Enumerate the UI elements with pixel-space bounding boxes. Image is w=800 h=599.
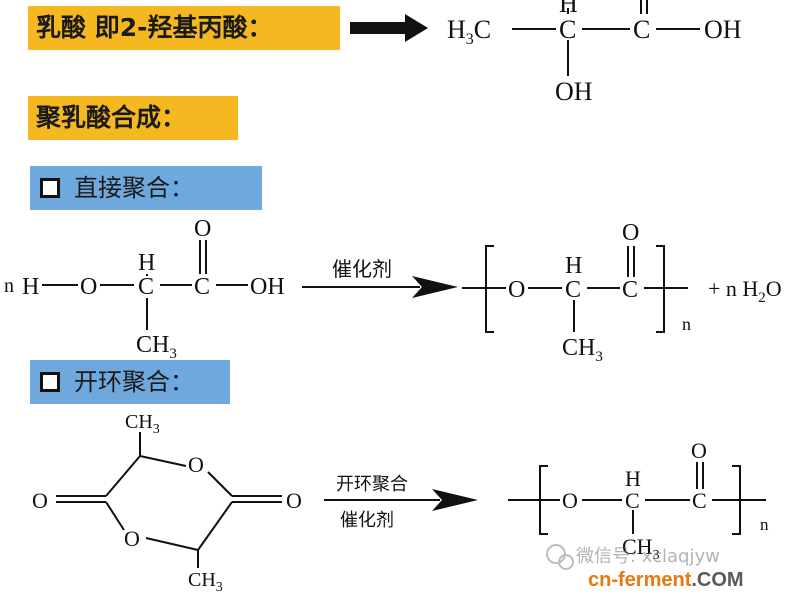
- catalyst-label-2: 催化剂: [340, 510, 394, 531]
- ring-methyl-top: CH3: [125, 411, 160, 437]
- ring-oxygen-top: O: [188, 452, 204, 477]
- carbonyl-oxygen-left: O: [32, 488, 48, 513]
- product-methyl: CH3: [562, 335, 603, 365]
- monomer-carbonyl-oxygen: O: [194, 216, 211, 242]
- water-byproduct: + n H2O: [708, 276, 782, 306]
- ring-opening-label: 开环聚合: [336, 474, 408, 495]
- right-arrow-icon: [350, 14, 428, 42]
- hydrogen-label: H: [559, 0, 578, 18]
- ring-product-oxygen: O: [562, 488, 578, 513]
- hydroxyl-bottom: OH: [555, 77, 593, 106]
- ring-opening-title: 开环聚合：: [30, 360, 230, 404]
- product-alpha-carbon: C: [565, 277, 581, 303]
- product-carbonyl-carbon: C: [622, 277, 638, 303]
- carboxyl-carbon: C: [633, 15, 650, 44]
- ester-oxygen: O: [80, 274, 97, 300]
- coefficient-n: n: [4, 275, 14, 297]
- ring-product-carbonyl-carbon: C: [692, 488, 707, 513]
- square-bullet-icon: [40, 178, 60, 198]
- lactic-acid-structure: H3C C H OH C OH: [447, 0, 742, 106]
- carbonyl-oxygen-right: O: [286, 488, 302, 513]
- product-hydrogen: H: [565, 253, 582, 279]
- site-name: cn-ferment.COM: [588, 569, 744, 591]
- square-bullet-icon: [40, 372, 60, 392]
- monomer-methyl: CH3: [136, 332, 177, 362]
- direct-polymerization-title: 直接聚合：: [30, 166, 262, 210]
- lactic-acid-monomer: n H O C H CH3 C O OH: [4, 216, 285, 362]
- wechat-id: 微信号: xclaqjyw: [576, 546, 720, 567]
- monomer-hydrogen: H: [138, 250, 155, 276]
- wechat-icon: [546, 544, 566, 564]
- wechat-watermark: 微信号: xclaqjyw: [546, 544, 720, 570]
- ring-product-alpha-carbon: C: [625, 488, 640, 513]
- reaction-arrow-head-icon: [412, 276, 458, 298]
- repeat-n: n: [682, 314, 691, 334]
- site-logo: cn-ferment.COM: [588, 569, 744, 591]
- right-bracket-2: [732, 465, 741, 535]
- ring-repeat-n: n: [760, 515, 769, 534]
- product-oxygen: O: [508, 277, 525, 303]
- lactide-ring: CH3 O O O O CH3: [32, 411, 302, 595]
- lactic-acid-title: 乳酸 即2-羟基丙酸：: [28, 6, 340, 50]
- ring-product-methyl: CH3: [622, 534, 660, 563]
- ring-oxygen-bottom: O: [124, 526, 140, 551]
- hydroxyl-right: OH: [704, 15, 742, 44]
- monomer-alpha-carbon: C: [138, 274, 154, 300]
- ring-product-carbonyl-oxygen: O: [691, 438, 707, 463]
- polylactic-acid-product: O C H CH3 C O n + n H2O: [462, 220, 782, 365]
- monomer-hydroxyl: OH: [250, 274, 285, 300]
- h3c-label: H3C: [447, 15, 491, 48]
- right-bracket: [656, 245, 665, 333]
- ring-product-hydrogen: H: [625, 466, 641, 491]
- monomer-carbonyl-carbon: C: [194, 274, 210, 300]
- ring-methyl-bottom: CH3: [188, 569, 223, 595]
- reaction-arrow-head-icon-2: [432, 489, 478, 511]
- alpha-carbon: C: [559, 15, 576, 44]
- terminal-hydrogen: H: [22, 274, 39, 300]
- polylactic-title: 聚乳酸合成：: [28, 96, 238, 140]
- product-carbonyl-oxygen: O: [622, 220, 639, 246]
- pla-product-ring: O C H CH3 C O n: [508, 438, 769, 563]
- catalyst-label: 催化剂: [332, 257, 392, 281]
